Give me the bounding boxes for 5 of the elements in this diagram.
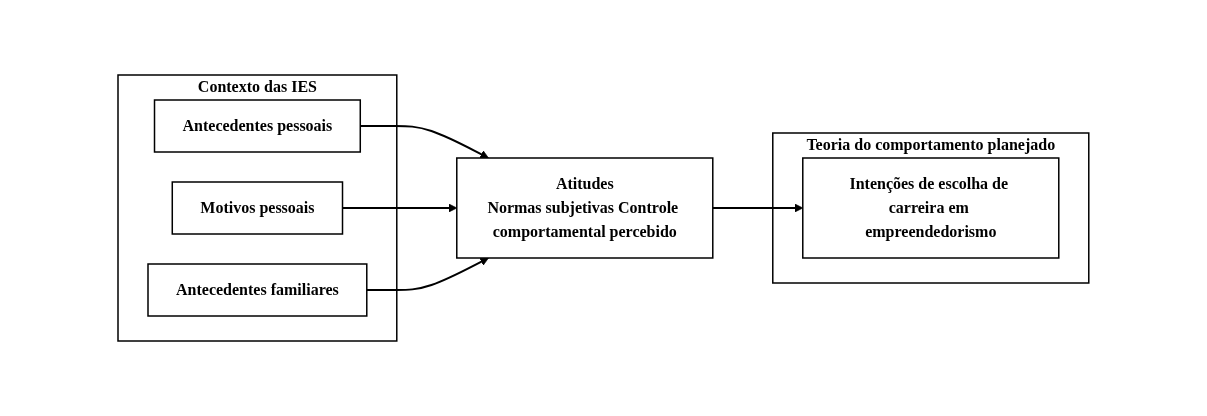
node-box: Antecedentes familiares: [147, 263, 368, 317]
node-box: Intenções de escolha de carreira em empreendedorismo: [802, 157, 1060, 259]
node-box: Antecedentes pessoais: [153, 99, 362, 153]
node-box: Atitudes Normas subjetivas Controle comportamental percebido: [456, 157, 714, 259]
node-box: Motivos pessoais: [171, 181, 344, 235]
